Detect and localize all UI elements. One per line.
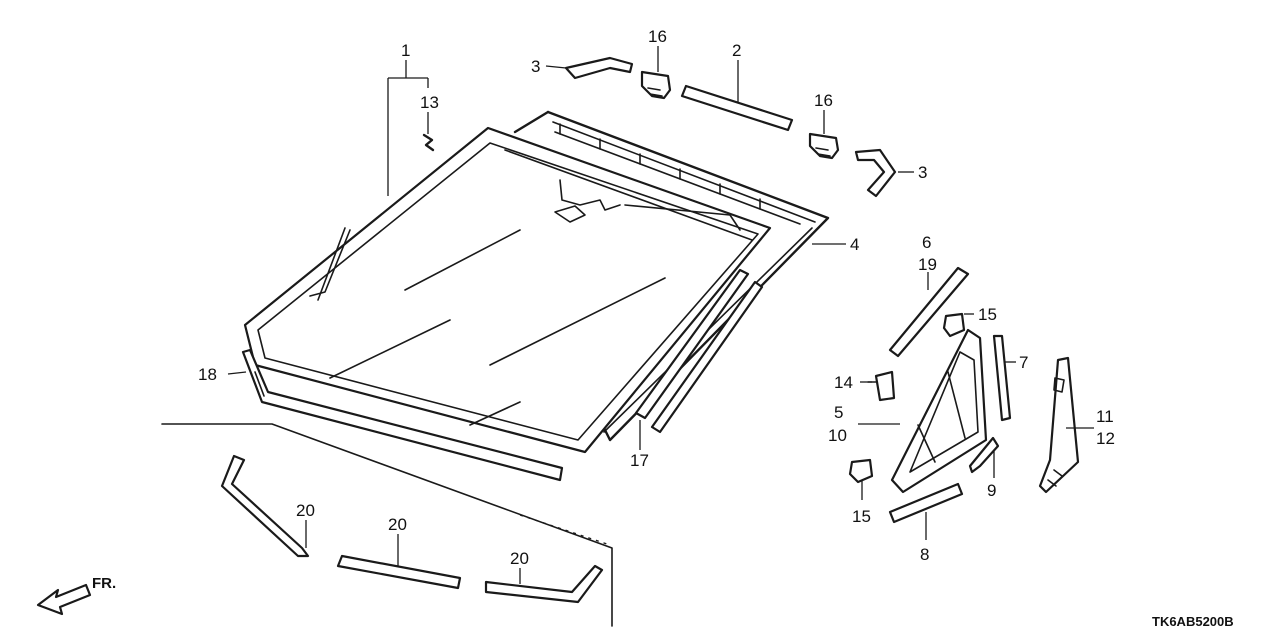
fastener-14 <box>867 370 896 402</box>
lower-molding-18 <box>241 348 564 482</box>
direction-label: FR. <box>92 575 116 592</box>
callout-20-middle: 20 <box>388 515 407 534</box>
callout-5: 5 <box>834 403 843 422</box>
callout-9: 9 <box>987 481 996 500</box>
front-direction-indicator: FR. <box>36 575 116 616</box>
corner-piece-3-top <box>564 56 634 80</box>
callout-12: 12 <box>1096 429 1115 448</box>
dam-rubber-20-right <box>484 564 604 604</box>
callout-10: 10 <box>828 426 847 445</box>
corner-piece-3-right <box>854 148 897 198</box>
clip-15-lower <box>848 458 874 484</box>
callout-15-lower: 15 <box>852 507 871 526</box>
callout-3-top: 3 <box>531 57 540 76</box>
clip-16-top <box>640 70 672 100</box>
dam-rubber-20-middle <box>336 554 462 590</box>
molding-7 <box>992 334 1012 422</box>
windshield-glass <box>243 126 772 454</box>
callout-8: 8 <box>920 545 929 564</box>
diagram-code: TK6AB5200B <box>1152 614 1234 629</box>
clip-16-right <box>808 132 840 160</box>
pillar-garnish-11-12 <box>1038 356 1080 494</box>
callout-18: 18 <box>198 365 217 384</box>
clip-15-upper <box>942 312 966 338</box>
callout-labels: 1 13 3 16 2 16 3 4 6 19 15 7 14 5 10 11 … <box>198 27 1115 568</box>
callout-4: 4 <box>850 235 859 254</box>
callout-1: 1 <box>401 41 410 60</box>
callout-16-top: 16 <box>648 27 667 46</box>
callout-3-right: 3 <box>918 163 927 182</box>
callout-15-upper: 15 <box>978 305 997 324</box>
quarter-glass <box>890 328 988 494</box>
molding-9 <box>968 436 1000 474</box>
callout-19: 19 <box>918 255 937 274</box>
side-molding-17 <box>634 268 764 434</box>
callout-11: 11 <box>1096 407 1114 426</box>
callout-16-right: 16 <box>814 91 833 110</box>
callout-6: 6 <box>922 233 931 252</box>
molding-6-19 <box>888 266 970 358</box>
callout-14: 14 <box>834 373 853 392</box>
leader-lines <box>227 46 1094 584</box>
molding-8 <box>888 482 964 524</box>
front-arrow-icon <box>36 583 92 616</box>
dam-rubber-20-left <box>220 454 310 558</box>
callout-2: 2 <box>732 41 741 60</box>
callout-20-left: 20 <box>296 501 315 520</box>
callout-20-right: 20 <box>510 549 529 568</box>
clip-13 <box>422 133 435 152</box>
body-reference-line <box>161 423 613 627</box>
callout-7: 7 <box>1019 353 1028 372</box>
callout-13: 13 <box>420 93 439 112</box>
callout-17: 17 <box>630 451 649 470</box>
roof-molding-2 <box>680 84 794 132</box>
